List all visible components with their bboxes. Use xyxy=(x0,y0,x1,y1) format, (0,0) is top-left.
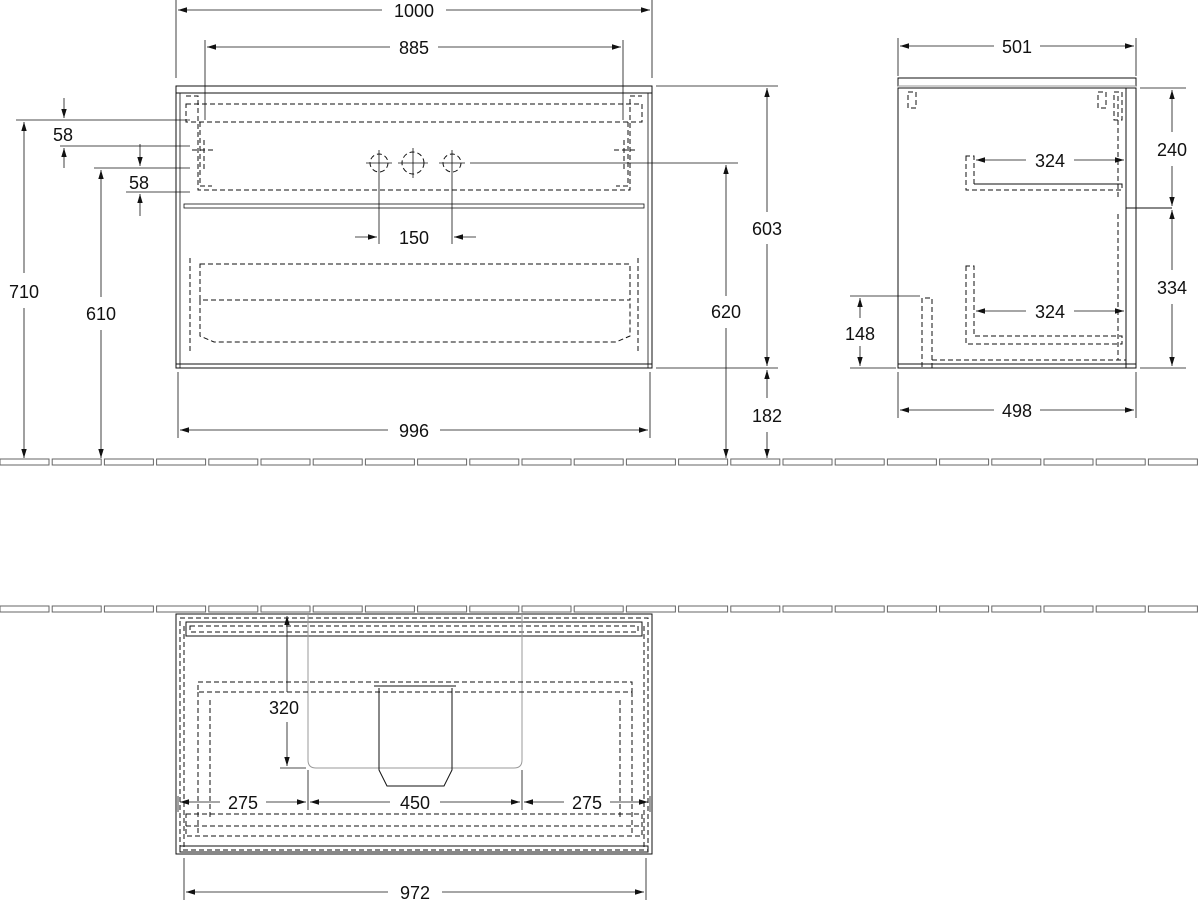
dim-front-bottom-width: 996 xyxy=(177,372,651,441)
dim-front-drain-height: 610 xyxy=(86,170,116,458)
fixing-point-right-icon xyxy=(614,140,636,172)
fixing-point-left-icon xyxy=(192,140,214,172)
svg-text:320: 320 xyxy=(269,698,299,718)
svg-text:885: 885 xyxy=(399,38,429,58)
top-siphon xyxy=(378,688,453,787)
dim-side-upper-drawer-depth: 324 xyxy=(976,151,1124,171)
dim-top-inner-width: 972 xyxy=(183,858,647,902)
dim-front-total-height: 710 xyxy=(9,122,39,458)
svg-text:324: 324 xyxy=(1035,302,1065,322)
dim-front-overall-width: 1000 xyxy=(175,0,653,78)
svg-text:240: 240 xyxy=(1157,140,1187,160)
side-countertop xyxy=(897,77,1137,87)
svg-text:996: 996 xyxy=(399,421,429,441)
svg-text:58: 58 xyxy=(129,173,149,193)
side-view xyxy=(897,77,1172,369)
svg-text:334: 334 xyxy=(1157,278,1187,298)
front-view xyxy=(175,85,653,369)
wall-line xyxy=(0,605,1198,613)
dim-top-right-margin: 275 xyxy=(524,793,651,813)
top-basin-cutout xyxy=(307,614,523,769)
tap-hole-center-icon xyxy=(398,148,428,178)
dim-side-upper-section: 240 xyxy=(1140,87,1187,206)
dim-top-cutout-depth: 320 xyxy=(269,616,306,769)
dim-front-side-height: 620 xyxy=(470,162,741,458)
dim-front-tap-spacing: 150 xyxy=(355,176,476,248)
tap-hole-right-icon xyxy=(439,150,465,176)
dim-side-lower-drawer-depth: 324 xyxy=(976,302,1124,322)
front-basin-rim xyxy=(185,103,643,123)
dim-top-cutout-width: 450 xyxy=(307,770,523,813)
dim-side-plinth-height: 148 xyxy=(845,295,920,369)
svg-text:58: 58 xyxy=(53,125,73,145)
top-view xyxy=(175,613,653,855)
svg-text:501: 501 xyxy=(1002,37,1032,57)
svg-text:275: 275 xyxy=(228,793,258,813)
dim-front-leg-height: 182 xyxy=(752,370,782,458)
svg-text:450: 450 xyxy=(400,793,430,813)
dim-side-depth-top: 501 xyxy=(897,37,1137,76)
floor-line xyxy=(0,458,1198,466)
svg-text:710: 710 xyxy=(9,282,39,302)
svg-text:1000: 1000 xyxy=(394,1,434,21)
dim-top-left-margin: 275 xyxy=(177,793,306,813)
svg-text:603: 603 xyxy=(752,219,782,239)
svg-text:148: 148 xyxy=(845,324,875,344)
svg-text:498: 498 xyxy=(1002,401,1032,421)
dim-side-depth-bottom: 498 xyxy=(897,372,1137,421)
svg-text:610: 610 xyxy=(86,304,116,324)
svg-text:972: 972 xyxy=(400,883,430,902)
svg-text:182: 182 xyxy=(752,406,782,426)
svg-text:620: 620 xyxy=(711,302,741,322)
svg-text:324: 324 xyxy=(1035,151,1065,171)
front-countertop xyxy=(175,85,653,94)
dim-front-cabinet-height: 603 xyxy=(656,85,782,369)
svg-text:275: 275 xyxy=(572,793,602,813)
dim-side-lower-section: 334 xyxy=(1140,210,1187,369)
front-drawer-divider xyxy=(183,203,645,209)
dim-front-inner-width: 885 xyxy=(204,38,624,120)
dim-front-58-upper: 58 xyxy=(16,98,190,168)
side-cabinet-body xyxy=(897,87,1137,369)
tap-hole-left-icon xyxy=(366,150,392,176)
dim-front-58-lower: 58 xyxy=(94,144,190,216)
top-cabinet-outline xyxy=(175,613,653,855)
svg-text:150: 150 xyxy=(399,228,429,248)
